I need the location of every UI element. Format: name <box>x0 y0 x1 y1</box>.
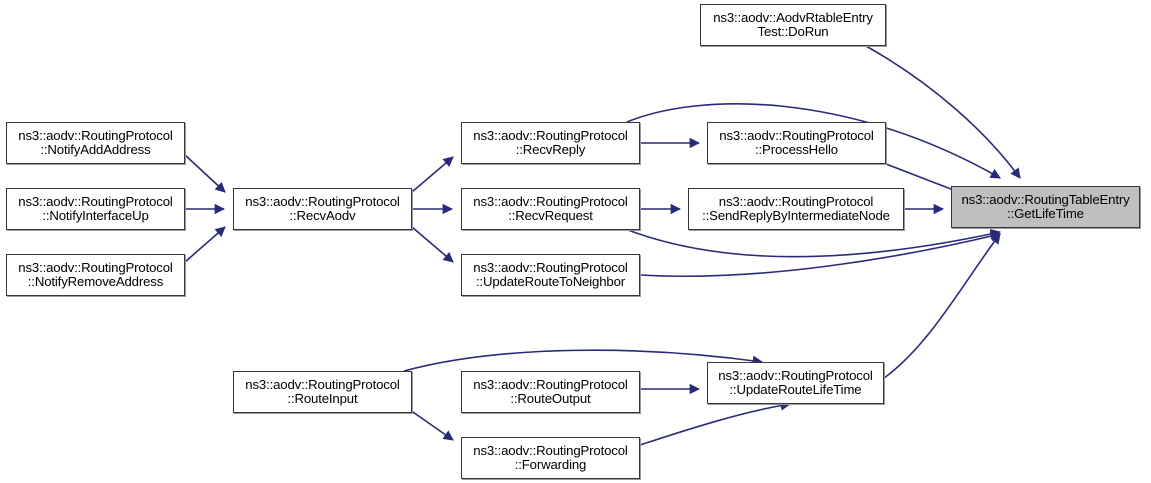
edge-notify_add_address-to-recv_aodv <box>184 154 226 193</box>
node-process_hello[interactable]: ns3::aodv::RoutingProtocol ::ProcessHell… <box>707 122 886 164</box>
node-recv_reply[interactable]: ns3::aodv::RoutingProtocol ::RecvReply <box>461 122 640 164</box>
node-update_route_life_time[interactable]: ns3::aodv::RoutingProtocol ::UpdateRoute… <box>707 362 884 404</box>
node-dorun[interactable]: ns3::aodv::AodvRtableEntry Test::DoRun <box>700 4 886 46</box>
node-label-notify_add_address: ns3::aodv::RoutingProtocol ::NotifyAddAd… <box>18 127 173 157</box>
edge-recv_aodv-to-recv_reply <box>411 156 454 193</box>
node-notify_remove_address[interactable]: ns3::aodv::RoutingProtocol ::NotifyRemov… <box>6 254 185 296</box>
node-label-recv_request: ns3::aodv::RoutingProtocol ::RecvRequest <box>473 193 628 223</box>
node-label-route_output: ns3::aodv::RoutingProtocol ::RouteOutput <box>473 376 628 406</box>
node-label-notify_interface_up: ns3::aodv::RoutingProtocol ::NotifyInter… <box>18 193 173 223</box>
node-label-send_reply_by_intermediate_node: ns3::aodv::RoutingProtocol ::SendReplyBy… <box>702 193 890 223</box>
edge-dorun-to-get_life_time <box>865 45 1021 179</box>
node-notify_interface_up[interactable]: ns3::aodv::RoutingProtocol ::NotifyInter… <box>6 188 185 230</box>
edge-recv_aodv-to-update_route_to_neighbor <box>411 226 454 263</box>
node-route_input[interactable]: ns3::aodv::RoutingProtocol ::RouteInput <box>233 371 412 413</box>
node-update_route_to_neighbor[interactable]: ns3::aodv::RoutingProtocol ::UpdateRoute… <box>461 254 640 296</box>
node-label-process_hello: ns3::aodv::RoutingProtocol ::ProcessHell… <box>719 127 874 157</box>
node-label-recv_reply: ns3::aodv::RoutingProtocol ::RecvReply <box>473 127 628 157</box>
node-label-route_input: ns3::aodv::RoutingProtocol ::RouteInput <box>245 376 400 406</box>
node-label-dorun: ns3::aodv::AodvRtableEntry Test::DoRun <box>713 9 873 39</box>
edge-forwarding-to-update_route_life_time <box>639 400 792 446</box>
edge-update_route_life_time-to-get_life_time <box>883 233 1001 379</box>
node-label-update_route_to_neighbor: ns3::aodv::RoutingProtocol ::UpdateRoute… <box>473 259 628 289</box>
node-forwarding[interactable]: ns3::aodv::RoutingProtocol ::Forwarding <box>461 437 640 479</box>
node-label-recv_aodv: ns3::aodv::RoutingProtocol ::RecvAodv <box>245 193 400 223</box>
node-recv_request[interactable]: ns3::aodv::RoutingProtocol ::RecvRequest <box>461 188 640 230</box>
node-label-forwarding: ns3::aodv::RoutingProtocol ::Forwarding <box>473 442 628 472</box>
node-label-notify_remove_address: ns3::aodv::RoutingProtocol ::NotifyRemov… <box>18 259 173 289</box>
edge-recv_request-to-get_life_time <box>627 228 1002 258</box>
node-route_output[interactable]: ns3::aodv::RoutingProtocol ::RouteOutput <box>461 371 640 413</box>
edge-notify_remove_address-to-recv_aodv <box>184 226 226 263</box>
edge-update_route_to_neighbor-to-get_life_time <box>639 231 1002 278</box>
node-recv_aodv[interactable]: ns3::aodv::RoutingProtocol ::RecvAodv <box>233 188 412 230</box>
edge-recv_reply-to-get_life_time <box>626 103 1001 179</box>
node-label-update_route_life_time: ns3::aodv::RoutingProtocol ::UpdateRoute… <box>718 367 873 397</box>
node-label-get_life_time: ns3::aodv::RoutingTableEntry ::GetLifeTi… <box>961 191 1130 221</box>
node-get_life_time[interactable]: ns3::aodv::RoutingTableEntry ::GetLifeTi… <box>951 186 1140 228</box>
edge-route_input-to-forwarding <box>409 409 454 441</box>
node-notify_add_address[interactable]: ns3::aodv::RoutingProtocol ::NotifyAddAd… <box>6 122 185 164</box>
node-send_reply_by_intermediate_node[interactable]: ns3::aodv::RoutingProtocol ::SendReplyBy… <box>688 188 904 230</box>
edge-route_input-to-update_route_life_time <box>403 349 764 372</box>
